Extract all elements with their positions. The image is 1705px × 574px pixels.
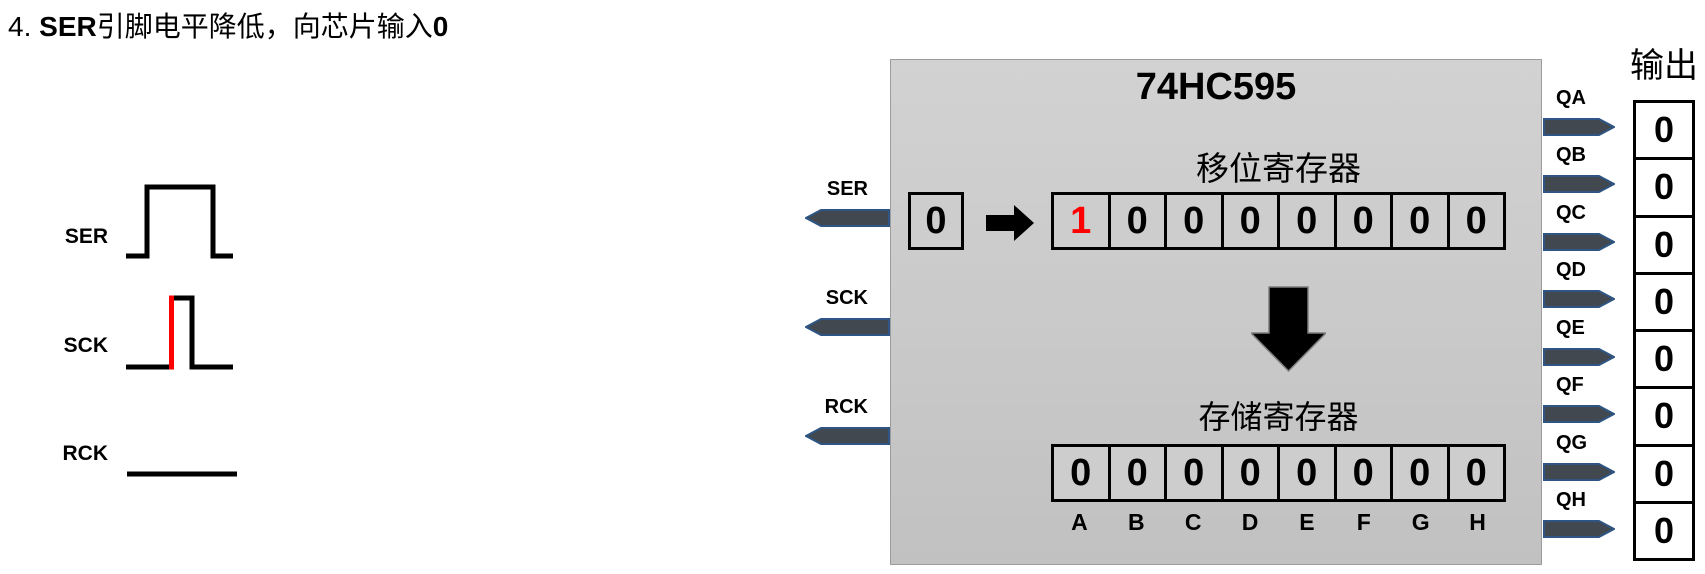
pin-qa-label: QA <box>1556 87 1586 109</box>
output-cell: 0 <box>1636 157 1692 214</box>
shift-register-cell: 0 <box>1107 195 1165 247</box>
pin-sck-arrow-icon <box>805 318 890 336</box>
pin-qf-label: QF <box>1556 374 1584 396</box>
output-cell: 0 <box>1653 109 1675 151</box>
serial-input-value: 0 <box>925 199 947 242</box>
shift-register-cell: 0 <box>1333 195 1391 247</box>
pin-rck: RCK <box>770 396 890 448</box>
pin-qd-arrow-icon <box>1543 290 1615 308</box>
waveform-panel <box>126 184 237 477</box>
pin-ser-label: SER <box>826 178 868 200</box>
pin-qh: QH <box>1543 489 1695 541</box>
bit-label: G <box>1411 509 1430 535</box>
pin-qb: QB <box>1543 144 1695 196</box>
bit-label: A <box>1071 509 1088 535</box>
bit-label: B <box>1128 509 1145 535</box>
shift-register-cell: 0 <box>1390 195 1447 247</box>
bit-label: C <box>1184 509 1202 535</box>
pin-qd-label: QD <box>1556 259 1586 281</box>
output-cell: 0 <box>1636 271 1692 329</box>
pin-qe: QE <box>1543 317 1695 369</box>
pin-qh-arrow-icon <box>1543 520 1615 538</box>
pin-rck-label: RCK <box>824 396 868 418</box>
pin-qc-label: QC <box>1556 202 1586 224</box>
bit-label: D <box>1241 509 1259 535</box>
serial-input-cell: 0 <box>908 192 964 250</box>
output-cell: 0 <box>1636 214 1692 272</box>
pin-ser-arrow-icon <box>805 209 890 227</box>
title-segment-zero: 0 <box>432 11 449 42</box>
pin-qf-arrow-icon <box>1543 405 1615 423</box>
bit-label-row: A B C D E F G H <box>1051 509 1506 536</box>
shift-register-cell: 1 <box>1070 199 1092 242</box>
pin-qa-arrow-icon <box>1543 118 1615 136</box>
title-segment: 引脚电平降低，向芯片输入 <box>96 11 433 42</box>
storage-register-cell: 0 <box>1107 447 1165 499</box>
shift-register-cell: 0 <box>1220 195 1278 247</box>
shift-register-cell: 0 <box>1446 195 1504 247</box>
sck-waveform-pulse <box>171 295 233 370</box>
transfer-down-arrow-icon <box>1251 286 1326 372</box>
chip-title: 74HC595 <box>1135 66 1297 108</box>
pin-ser: SER <box>770 178 890 230</box>
rck-wave-label: RCK <box>62 442 109 465</box>
shift-register-cell: 0 <box>1164 195 1221 247</box>
pin-qg: QG <box>1543 432 1695 484</box>
sck-wave-label: SCK <box>63 334 108 357</box>
pin-qc: QC <box>1543 202 1695 254</box>
pin-sck-label: SCK <box>825 287 868 309</box>
pin-sck: SCK <box>770 287 890 339</box>
title-segment-ser: SER <box>39 11 97 42</box>
pin-qb-label: QB <box>1556 144 1586 166</box>
pin-qa: QA <box>1543 87 1695 139</box>
pin-qh-label: QH <box>1556 489 1586 511</box>
ser-wave-label: SER <box>64 225 108 248</box>
storage-register-cell: 0 <box>1164 447 1221 499</box>
pin-qb-arrow-icon <box>1543 175 1615 193</box>
storage-register-cell: 0 <box>1070 451 1092 494</box>
storage-register-cell: 0 <box>1390 447 1447 499</box>
storage-register-cell: 0 <box>1220 447 1278 499</box>
bit-label: E <box>1299 509 1315 535</box>
ser-waveform <box>126 184 233 259</box>
output-header: 输出 <box>1630 47 1698 85</box>
pin-qd: QD <box>1543 259 1695 311</box>
shift-register-cell: 0 <box>1277 195 1334 247</box>
storage-register-cell: 0 <box>1333 447 1391 499</box>
storage-register-cell: 0 <box>1277 447 1334 499</box>
pin-qf: QF <box>1543 374 1695 426</box>
storage-register-label: 存储寄存器 <box>1198 399 1359 435</box>
page-title: 4. SER引脚电平降低，向芯片输入0 <box>8 5 448 45</box>
pin-qc-arrow-icon <box>1543 233 1615 251</box>
output-cell: 0 <box>1636 329 1692 386</box>
bit-label: F <box>1356 509 1371 535</box>
title-segment: 4. <box>8 11 40 42</box>
shift-in-arrow-icon <box>986 205 1034 241</box>
output-column: 0 0 0 0 0 0 0 0 <box>1633 100 1695 561</box>
chip-74hc595: 74HC595 移位寄存器 0 1 0 0 0 0 0 0 0 存储寄存器 0 … <box>890 59 1542 565</box>
pin-qg-arrow-icon <box>1543 463 1615 481</box>
shift-register: 1 0 0 0 0 0 0 0 <box>1051 192 1506 250</box>
pin-qe-label: QE <box>1556 317 1585 339</box>
shift-register-label: 移位寄存器 <box>1196 150 1361 187</box>
output-cell: 0 <box>1636 443 1692 501</box>
pin-rck-arrow-icon <box>805 427 890 445</box>
pin-qe-arrow-icon <box>1543 348 1615 366</box>
pin-qg-label: QG <box>1556 432 1588 454</box>
storage-register-cell: 0 <box>1446 447 1504 499</box>
storage-register: 0 0 0 0 0 0 0 0 <box>1051 444 1506 502</box>
bit-label: H <box>1469 509 1486 535</box>
output-cell: 0 <box>1636 386 1692 443</box>
output-cell: 0 <box>1636 500 1692 558</box>
